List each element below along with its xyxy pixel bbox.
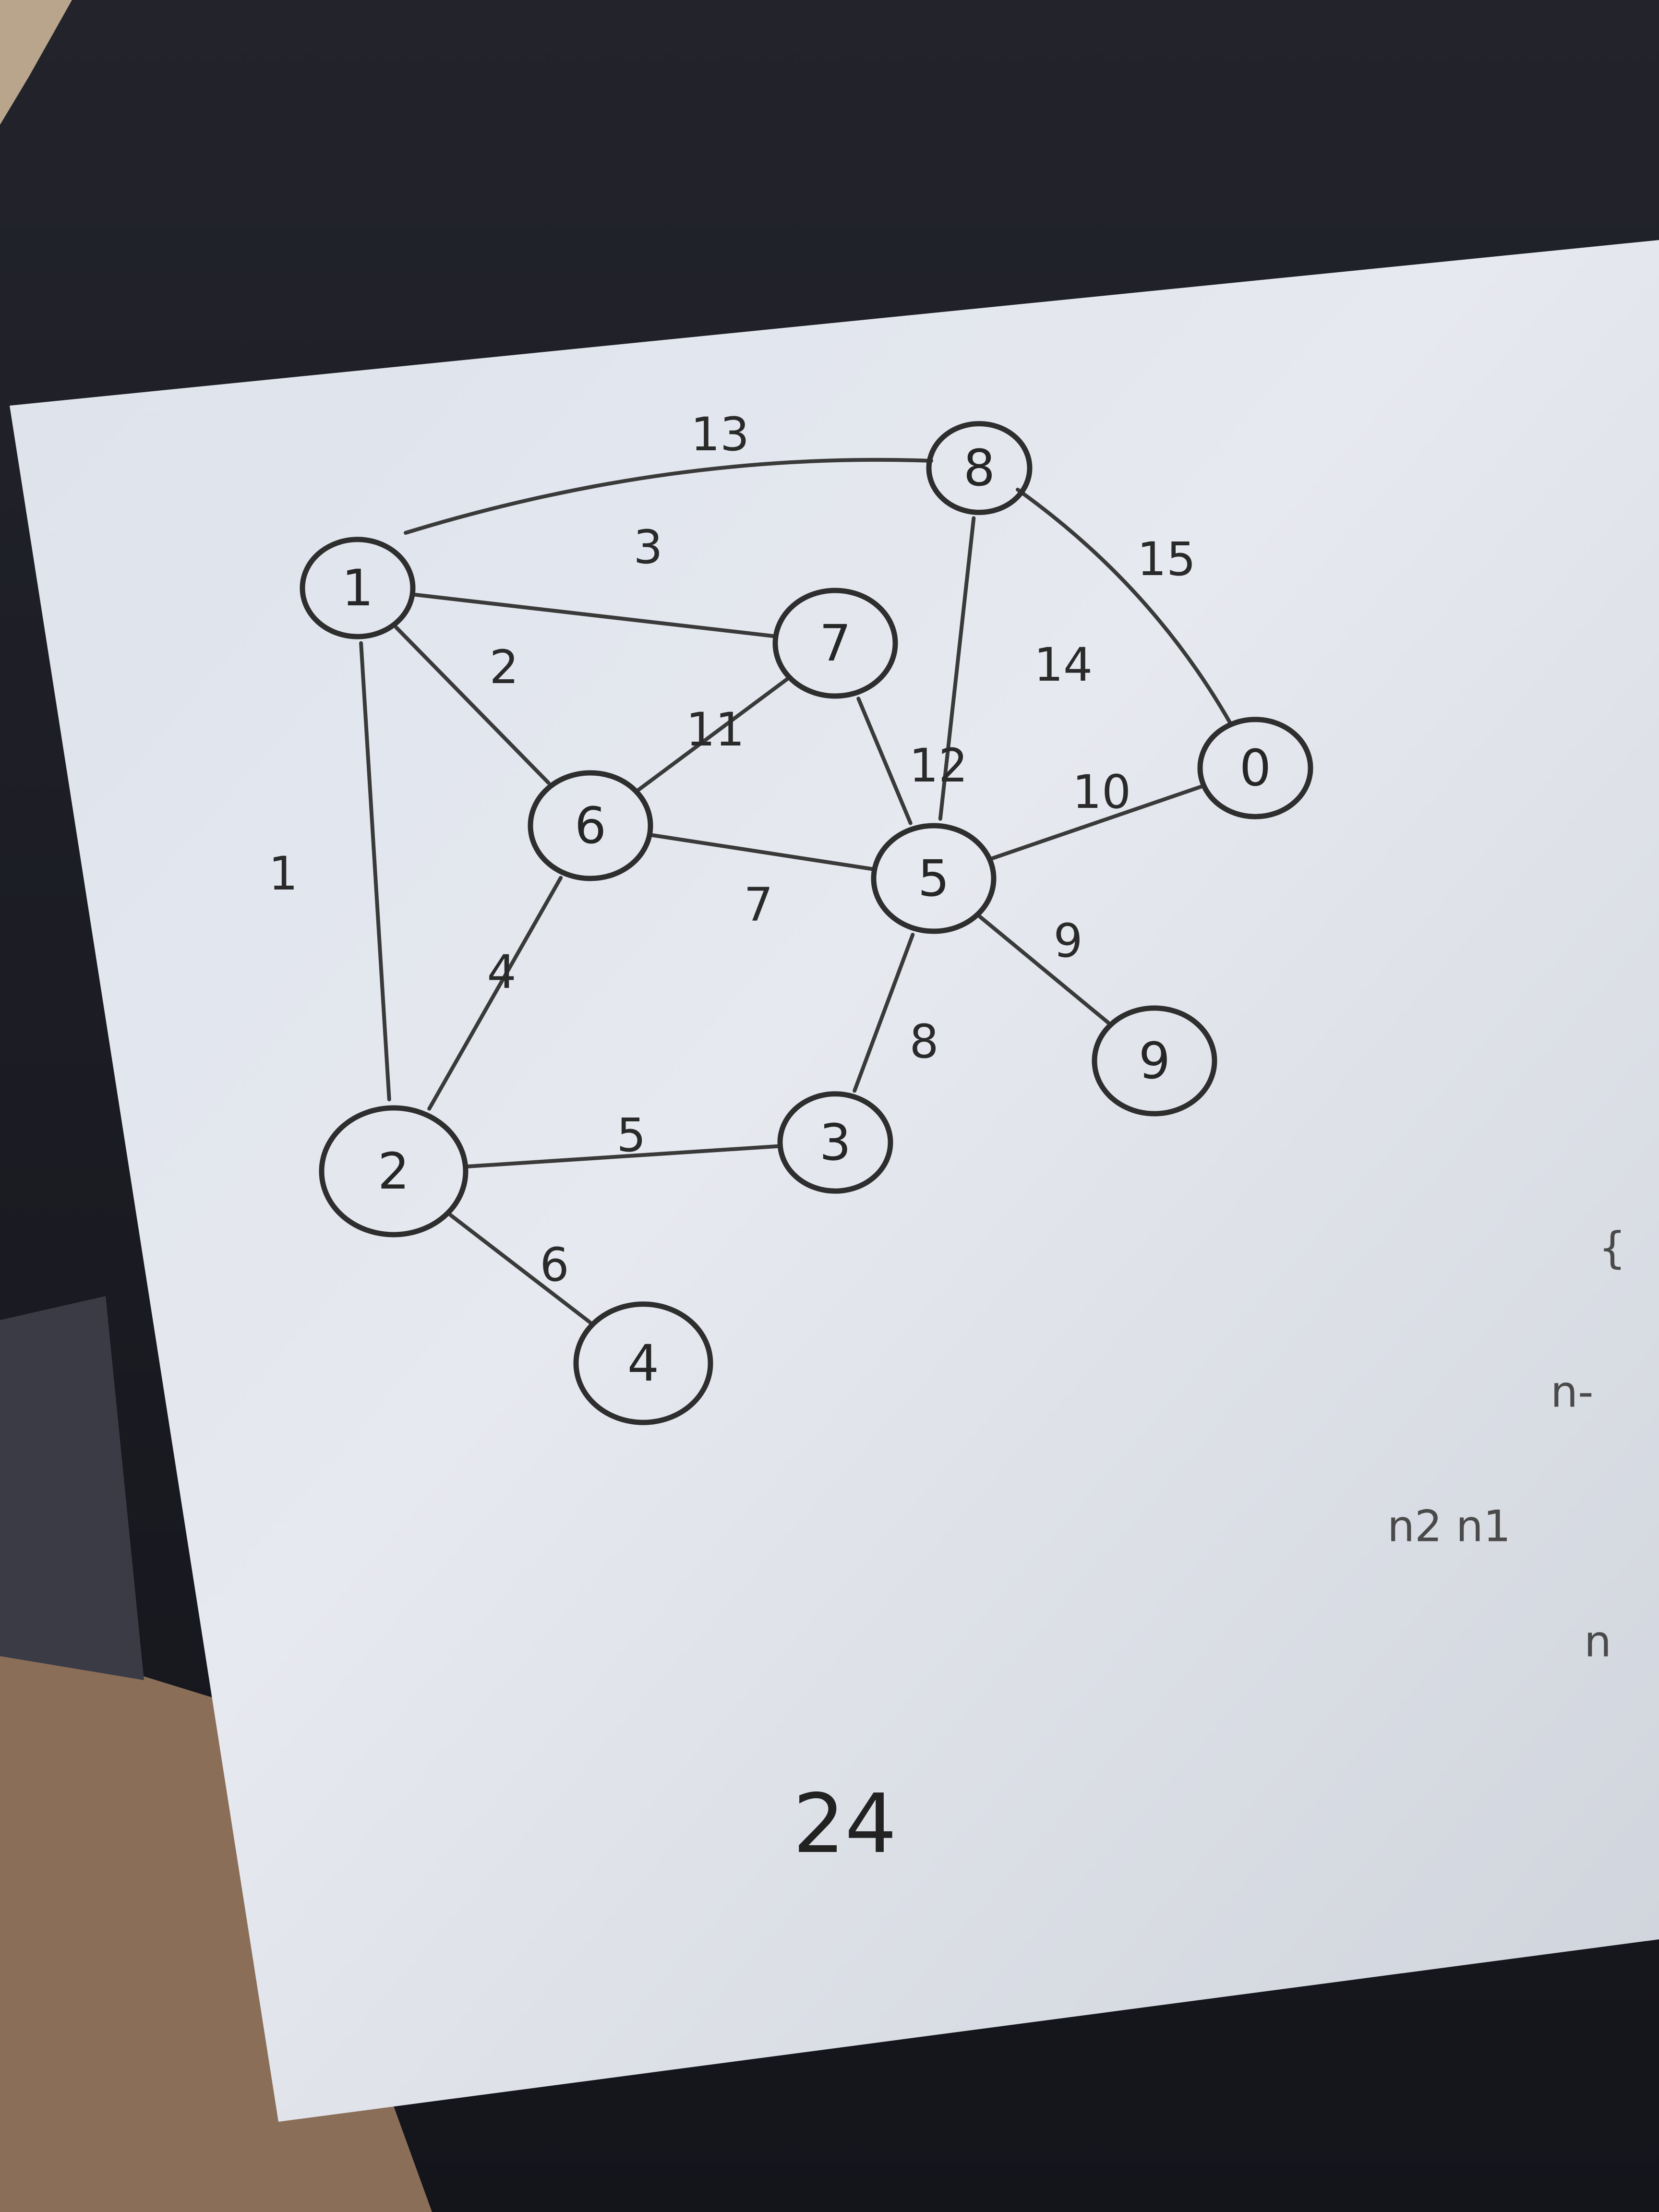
node-circle (772, 588, 898, 699)
node-5: 5 (871, 823, 997, 934)
edge-1-8 (404, 457, 933, 535)
edge-weight-label: 6 (540, 1238, 569, 1292)
side-note-line: { (1599, 1223, 1626, 1274)
beige-corner (0, 0, 72, 125)
node-circle (300, 537, 416, 639)
edge-8-5 (938, 516, 976, 821)
node-circle (926, 421, 1033, 515)
edge-1-6 (394, 625, 551, 785)
edge-weight-label: 5 (616, 1108, 646, 1162)
edge-2-4 (448, 1213, 592, 1324)
edge-weight-label: 14 (1034, 638, 1093, 692)
node-circle (573, 1301, 713, 1425)
edge-2-3 (463, 1144, 782, 1169)
edge-weight-label: 2 (489, 640, 518, 694)
edge-5-0 (988, 784, 1205, 861)
paper-sheet (10, 240, 1659, 2122)
edges-layer (359, 457, 1233, 1324)
edge-weight-label: 1 (268, 847, 298, 901)
side-note-line: n- (1551, 1367, 1594, 1418)
node-circle (1197, 717, 1313, 819)
edge-1-7 (410, 592, 778, 638)
side-notes: { n- n2 n1 n (1387, 1223, 1626, 1667)
node-label: 4 (627, 1334, 659, 1393)
edge-8-0 (1016, 488, 1233, 727)
edge-5-3 (853, 933, 915, 1093)
edge-6-2 (427, 876, 563, 1111)
node-circle (319, 1105, 469, 1238)
node-label: 5 (918, 849, 950, 908)
node-circle (1092, 1005, 1217, 1117)
footer-note: 24 (793, 1777, 897, 1872)
edge-weight-label: 10 (1072, 765, 1131, 819)
edge-weight-label: 7 (744, 878, 773, 932)
node-label: 3 (819, 1113, 851, 1172)
node-9: 9 (1092, 1005, 1217, 1117)
node-label: 0 (1239, 739, 1271, 797)
node-circle (777, 1091, 893, 1194)
node-label: 9 (1139, 1032, 1170, 1090)
node-8: 8 (926, 421, 1033, 515)
edge-weight-label: 13 (691, 408, 749, 461)
node-circle (871, 823, 997, 934)
side-note-line: n2 n1 (1387, 1502, 1511, 1552)
node-2: 2 (319, 1105, 469, 1238)
edge-weight-label: 11 (686, 703, 745, 757)
node-3: 3 (777, 1091, 893, 1194)
node-7: 7 (772, 588, 898, 699)
node-circle (528, 770, 653, 881)
edge-7-5 (856, 697, 913, 825)
node-label: 6 (575, 796, 606, 855)
edge-weight-label: 15 (1137, 532, 1196, 586)
edge-weight-label: 4 (487, 945, 516, 999)
node-0: 0 (1197, 717, 1313, 819)
fabric-pattern (0, 1296, 144, 1680)
edge-5-9 (978, 914, 1110, 1025)
node-6: 6 (528, 770, 653, 881)
node-1: 1 (300, 537, 416, 639)
node-label: 2 (378, 1142, 409, 1201)
node-label: 1 (342, 559, 373, 617)
edge-6-5 (648, 833, 877, 871)
edge-1-2 (359, 641, 391, 1102)
edge-weight-label: 3 (633, 520, 662, 574)
node-label: 7 (819, 614, 851, 673)
node-label: 8 (963, 439, 995, 497)
edge-weight-label: 8 (909, 1015, 938, 1069)
side-note-line: n (1584, 1617, 1611, 1667)
node-4: 4 (573, 1301, 713, 1425)
edge-weight-label: 12 (909, 739, 968, 793)
edge-6-7 (637, 677, 789, 792)
edge-weight-label: 9 (1053, 914, 1082, 968)
